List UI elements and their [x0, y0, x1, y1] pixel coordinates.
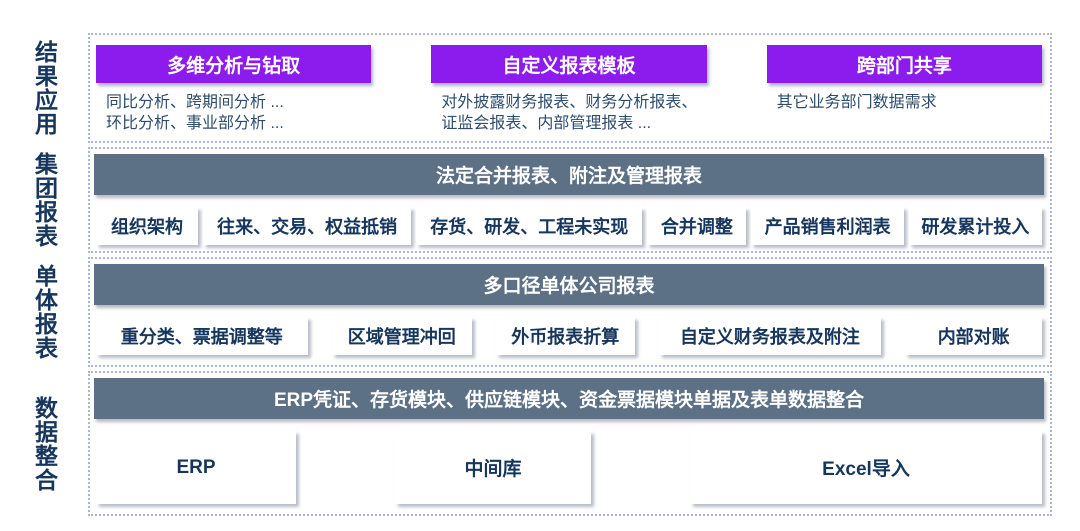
box-excel-import: Excel导入: [690, 431, 1042, 504]
desc-line: 同比分析、跨期间分析 ...: [106, 94, 284, 111]
layer-label-group-reports: 集团报表: [31, 152, 58, 248]
layer-label-result-application: 结果应用: [31, 40, 58, 136]
group-reports-box-row: 组织架构 往来、交易、权益抵销 存货、研发、工程未实现 合并调整 产品销售利润表…: [96, 207, 1042, 245]
data-integration-rail: 数据整合: [0, 371, 88, 516]
layer-result-application: 结果应用 多维分析与钻取 同比分析、跨期间分析 ... 环比分析、事业部分析 .…: [0, 33, 1052, 143]
entity-reports-header: 多口径单体公司报表: [94, 264, 1044, 305]
entity-reports-box-row: 重分类、票据调整等 区域管理冲回 外币报表折算 自定义财务报表及附注 内部对账: [96, 317, 1043, 355]
multidim-analysis-header: 多维分析与钻取: [96, 45, 372, 83]
multidim-analysis-desc: 同比分析、跨期间分析 ... 环比分析、事业部分析 ...: [96, 83, 371, 134]
layer-label-entity-reports: 单体报表: [31, 264, 58, 360]
layer-group-reports: 集团报表 法定合并报表、附注及管理报表 组织架构 往来、交易、权益抵销 存货、研…: [0, 147, 1052, 253]
box-consolidation-adjustment: 合并调整: [647, 207, 747, 245]
layer-label-data-integration: 数据整合: [31, 395, 58, 492]
box-erp: ERP: [96, 431, 296, 504]
box-org-structure: 组织架构: [96, 207, 198, 245]
desc-line: 其它业务部门数据需求: [776, 94, 937, 111]
box-intercompany-elimination: 往来、交易、权益抵销: [202, 207, 412, 245]
box-middleware-db: 中间库: [395, 431, 591, 504]
group-reports-band: 法定合并报表、附注及管理报表 组织架构 往来、交易、权益抵销 存货、研发、工程未…: [88, 147, 1052, 253]
box-custom-financial-statements: 自定义财务报表及附注: [658, 317, 882, 355]
group-reports-rail: 集团报表: [0, 147, 88, 253]
result-application-band: 多维分析与钻取 同比分析、跨期间分析 ... 环比分析、事业部分析 ... 自定…: [88, 33, 1052, 143]
card-custom-report-template: 自定义报表模板 对外披露财务报表、财务分析报表、 证监会报表、内部管理报表 ..…: [431, 45, 707, 141]
card-multidim-analysis: 多维分析与钻取 同比分析、跨期间分析 ... 环比分析、事业部分析 ...: [96, 45, 372, 141]
layer-entity-reports: 单体报表 多口径单体公司报表 重分类、票据调整等 区域管理冲回 外币报表折算 自…: [0, 257, 1052, 367]
data-integration-box-row: ERP 中间库 Excel导入: [96, 431, 1042, 504]
data-integration-header: ERP凭证、存货模块、供应链模块、资金票据模块单据及表单数据整合: [94, 378, 1044, 419]
box-internal-reconciliation: 内部对账: [905, 317, 1043, 355]
box-inventory-rd-unrealized: 存货、研发、工程未实现: [416, 207, 643, 245]
box-product-sales-profit: 产品销售利润表: [751, 207, 904, 245]
cross-department-sharing-header: 跨部门共享: [766, 45, 1042, 83]
desc-line: 对外披露财务报表、财务分析报表、: [441, 94, 698, 111]
desc-line: 证监会报表、内部管理报表 ...: [441, 115, 652, 132]
data-integration-band: ERP凭证、存货模块、供应链模块、资金票据模块单据及表单数据整合 ERP 中间库…: [88, 371, 1052, 516]
custom-report-template-desc: 对外披露财务报表、财务分析报表、 证监会报表、内部管理报表 ...: [431, 83, 706, 134]
result-application-rail: 结果应用: [0, 33, 88, 143]
desc-line: 环比分析、事业部分析 ...: [106, 115, 284, 132]
box-regional-management-reversal: 区域管理冲回: [331, 317, 472, 355]
layer-data-integration: 数据整合 ERP凭证、存货模块、供应链模块、资金票据模块单据及表单数据整合 ER…: [0, 371, 1052, 516]
entity-reports-rail: 单体报表: [0, 257, 88, 367]
cross-department-sharing-desc: 其它业务部门数据需求: [767, 83, 1042, 113]
box-foreign-currency-translation: 外币报表折算: [496, 317, 635, 355]
custom-report-template-header: 自定义报表模板: [431, 45, 707, 83]
box-rd-cumulative-investment: 研发累计投入: [908, 207, 1042, 245]
entity-reports-band: 多口径单体公司报表 重分类、票据调整等 区域管理冲回 外币报表折算 自定义财务报…: [88, 257, 1052, 367]
box-reclassification-adjustment: 重分类、票据调整等: [96, 317, 308, 355]
group-reports-header: 法定合并报表、附注及管理报表: [94, 154, 1044, 195]
card-cross-department-sharing: 跨部门共享 其它业务部门数据需求: [766, 45, 1042, 141]
